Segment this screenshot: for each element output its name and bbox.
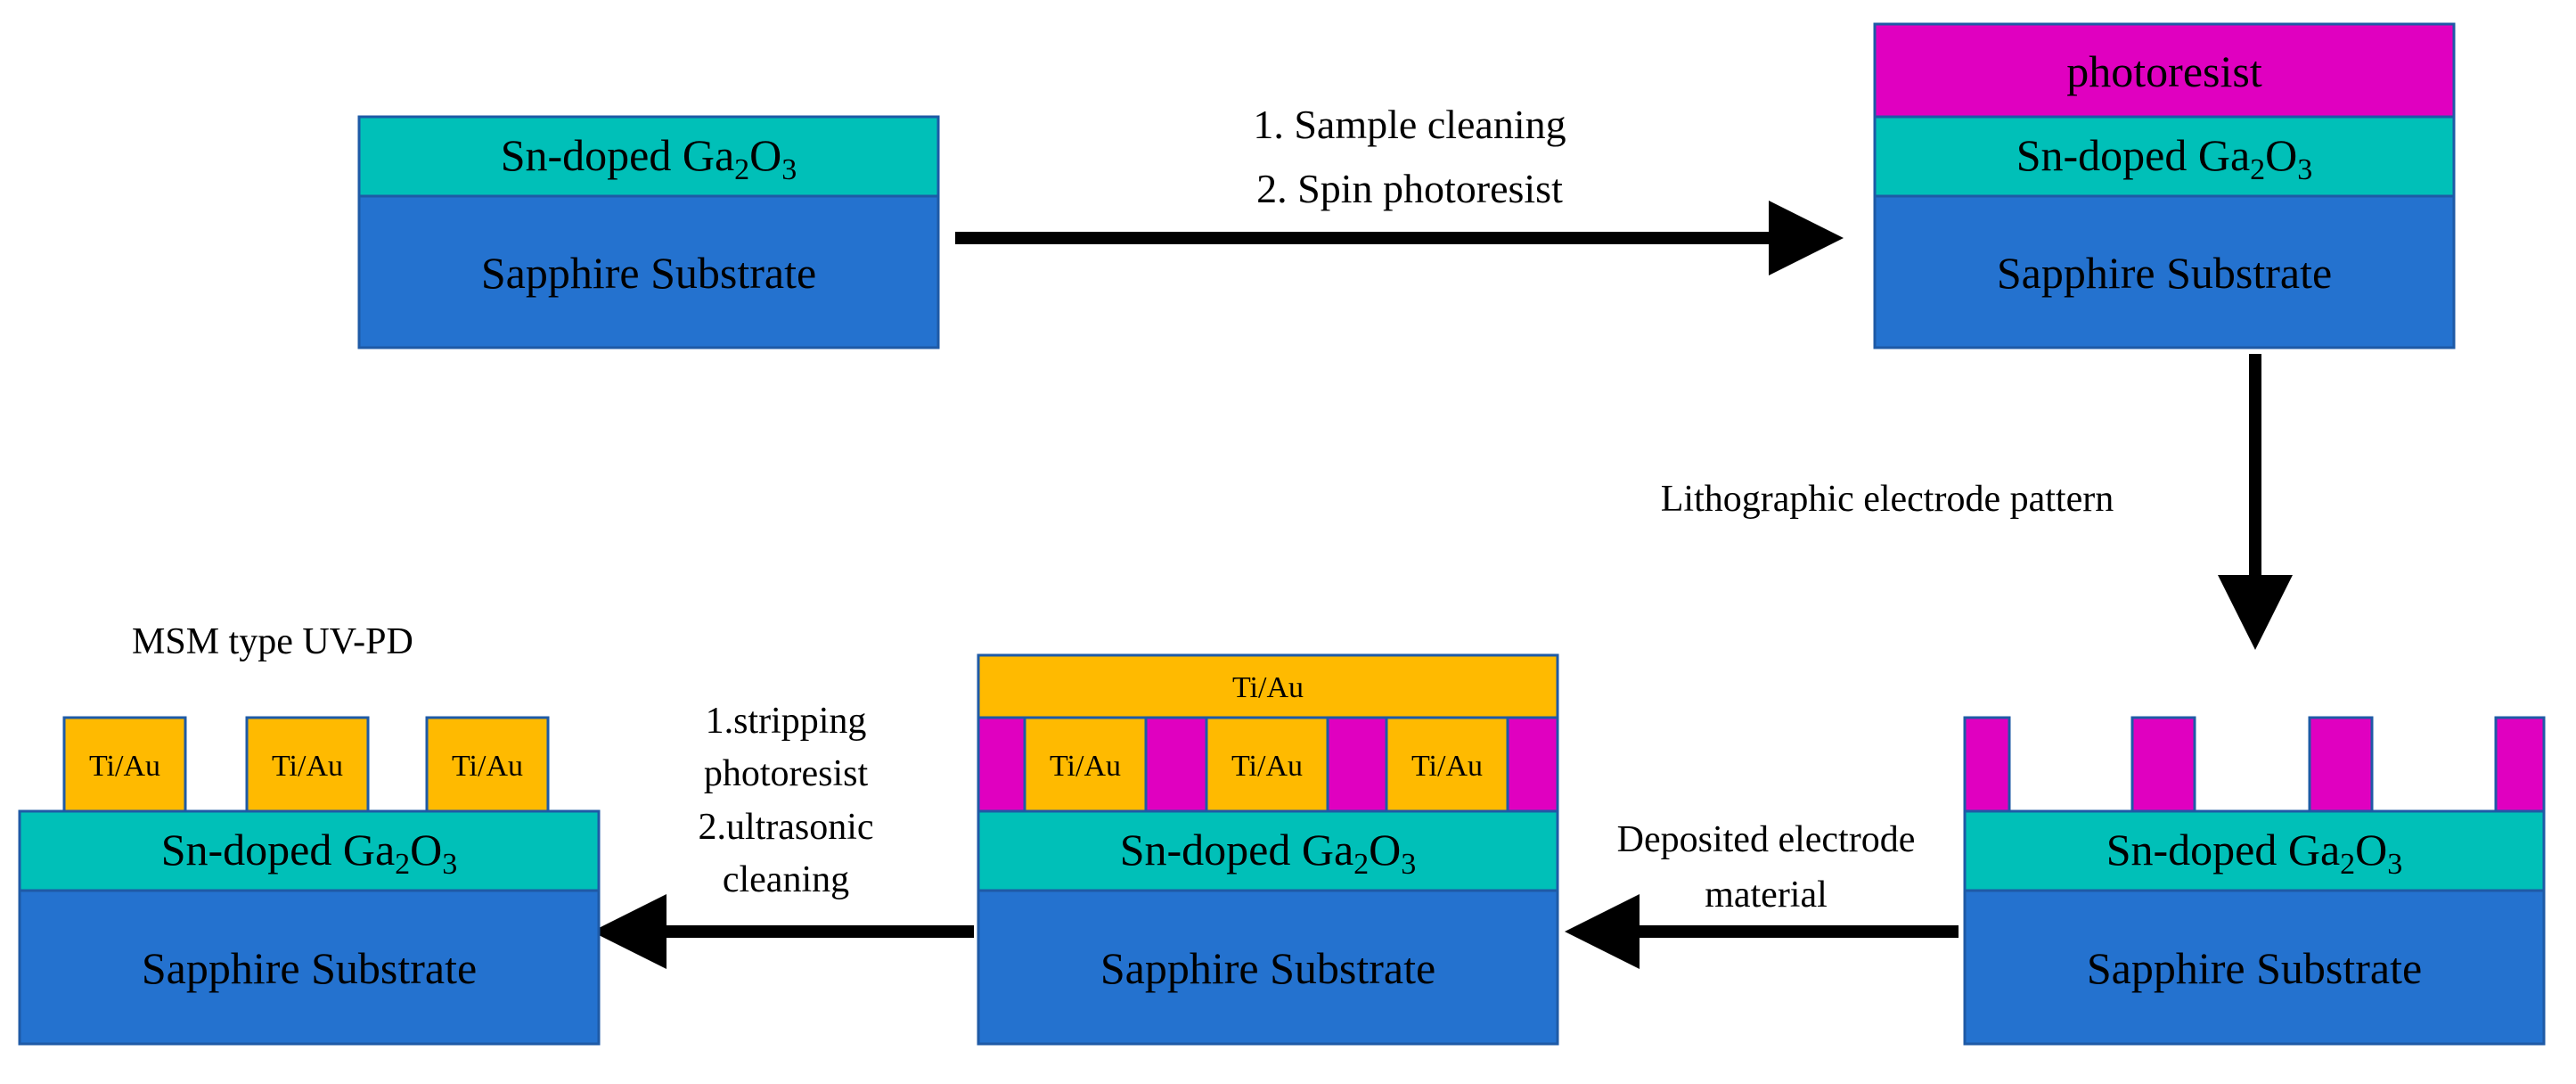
stage-2-sapphire-label: Sapphire Substrate bbox=[1997, 248, 2332, 298]
stage-3-ga2o3-label: Sn-doped Ga2O3 bbox=[2106, 825, 2403, 881]
stage-4-photoresist-pillar bbox=[1326, 716, 1388, 813]
stage-5-electrode bbox=[425, 716, 550, 813]
stage-4-electrode-finger-label: Ti/Au bbox=[1231, 750, 1303, 783]
stage-3-photoresist-pillar bbox=[2308, 716, 2374, 813]
step-4-label-line3: 2.ultrasonic bbox=[698, 807, 873, 848]
stage-5-electrode-label: Ti/Au bbox=[272, 750, 343, 783]
stage-2-ga2o3-label: Sn-doped Ga2O3 bbox=[2016, 130, 2313, 186]
stage-4-electrode-finger bbox=[1023, 716, 1148, 813]
step-1-label-line2: 2. Spin photoresist bbox=[1256, 166, 1563, 211]
stage-5-electrode-label: Ti/Au bbox=[452, 750, 523, 783]
stage-2-photoresist-coated: photoresist Sn-doped Ga2O3 Sapphire Subs… bbox=[1873, 22, 2456, 349]
result-title: MSM type UV-PD bbox=[132, 621, 413, 662]
stage-5-electrode bbox=[245, 716, 370, 813]
stage-3-sapphire-layer bbox=[1963, 889, 2546, 1046]
step-4-label-line2: photoresist bbox=[704, 753, 869, 794]
step-4-label-line4: cleaning bbox=[723, 859, 849, 900]
stage-4-electrode-finger-label: Ti/Au bbox=[1050, 750, 1121, 783]
stage-5-sapphire-label: Sapphire Substrate bbox=[142, 943, 477, 993]
stage-3-sapphire-label: Sapphire Substrate bbox=[2087, 943, 2422, 993]
stage-1-ga2o3-label: Sn-doped Ga2O3 bbox=[501, 130, 797, 186]
stage-4-electrode-top-layer bbox=[977, 653, 1559, 719]
stage-4-sapphire-layer bbox=[977, 889, 1559, 1046]
step-2-label: Lithographic electrode pattern bbox=[1661, 479, 2114, 520]
stage-4-photoresist-pillar bbox=[1144, 716, 1208, 813]
stage-2-ga2o3-layer bbox=[1873, 115, 2456, 198]
stage-5-ga2o3-layer bbox=[18, 809, 601, 892]
stage-1-initial-sample: Sn-doped Ga2O3 Sapphire Substrate bbox=[357, 115, 940, 349]
stage-3-photoresist-pillar bbox=[1963, 716, 2011, 813]
stage-5-msm-device: MSM type UV-PD Ti/Au Ti/Au Ti/Au Sn-dope… bbox=[18, 621, 601, 1046]
stage-3-ga2o3-layer bbox=[1963, 809, 2546, 892]
stage-4-ga2o3-layer bbox=[977, 809, 1559, 892]
stage-4-electrode-finger bbox=[1205, 716, 1329, 813]
stage-4-photoresist-pillar bbox=[1506, 716, 1559, 813]
stage-4-electrode-deposited: Ti/Au Ti/Au Ti/Au Ti/Au Sn-doped Ga2O3 S… bbox=[977, 653, 1559, 1046]
step-3-label-line2: material bbox=[1705, 875, 1828, 916]
stage-4-photoresist-pillar bbox=[977, 716, 1026, 813]
stage-4-electrode-finger-label: Ti/Au bbox=[1411, 750, 1483, 783]
stage-4-sapphire-label: Sapphire Substrate bbox=[1100, 943, 1435, 993]
stage-4-electrode-top-label: Ti/Au bbox=[1232, 671, 1304, 704]
step-1-label-line1: 1. Sample cleaning bbox=[1253, 102, 1566, 147]
stage-2-sapphire-layer bbox=[1873, 194, 2456, 349]
stage-5-ga2o3-label: Sn-doped Ga2O3 bbox=[161, 825, 458, 881]
stage-5-sapphire-layer bbox=[18, 889, 601, 1046]
stage-2-photoresist-label: photoresist bbox=[2066, 46, 2262, 96]
stage-3-photoresist-pillar bbox=[2130, 716, 2196, 813]
step-4-label-line1: 1.stripping bbox=[706, 701, 867, 742]
stage-1-sapphire-layer bbox=[357, 194, 940, 349]
stage-1-sapphire-label: Sapphire Substrate bbox=[481, 248, 816, 298]
stage-3-patterned-photoresist: Sn-doped Ga2O3 Sapphire Substrate bbox=[1963, 716, 2546, 1046]
stage-4-ga2o3-label: Sn-doped Ga2O3 bbox=[1120, 825, 1417, 881]
stage-5-electrode bbox=[62, 716, 187, 813]
stage-5-electrode-label: Ti/Au bbox=[89, 750, 160, 783]
stage-1-ga2o3-layer bbox=[357, 115, 940, 198]
stage-3-photoresist-pillar bbox=[2494, 716, 2546, 813]
step-3-label-line1: Deposited electrode bbox=[1617, 819, 1916, 860]
